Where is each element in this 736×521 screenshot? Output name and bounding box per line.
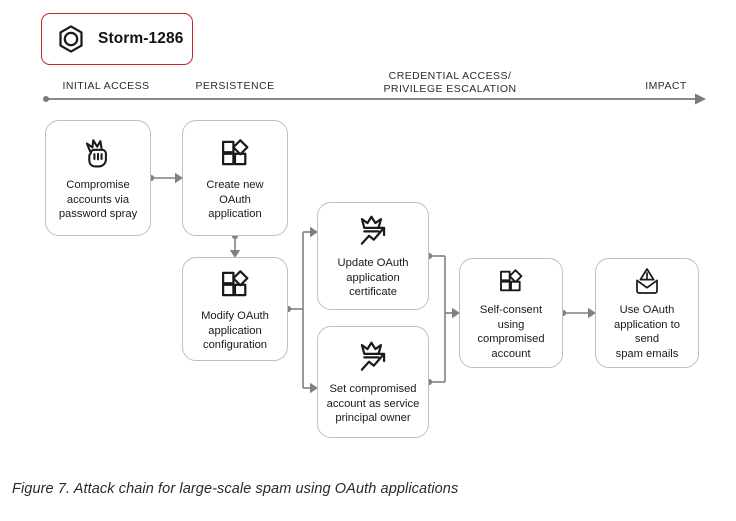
node-create-oauth-app[interactable]: Create new OAuth application: [182, 120, 288, 236]
apps-grid-icon: [500, 269, 523, 292]
node-modify-oauth-config[interactable]: Modify OAuth application configuration: [182, 257, 288, 361]
timeline-axis-arrow: [43, 93, 706, 105]
fist-password-spray-icon: [85, 139, 107, 168]
apps-grid-icon: [222, 139, 249, 166]
node-label: Update OAuth application certificate: [337, 257, 409, 299]
crown-arrow-privilege-icon: [360, 215, 386, 246]
hexagon-threat-actor-icon: [59, 25, 83, 53]
node-set-principal-owner[interactable]: Set compromised account as service princ…: [317, 326, 429, 438]
crown-arrow-privilege-icon: [360, 341, 386, 372]
node-compromise-accounts[interactable]: Compromise accounts via password spray: [45, 120, 151, 236]
phase-label-impact: IMPACT: [645, 80, 687, 92]
node-label: Create new OAuth application: [206, 179, 264, 221]
phase-label-persistence: PERSISTENCE: [195, 80, 275, 92]
node-self-consent[interactable]: Self-consent using compromised account: [459, 258, 563, 368]
envelope-warning-icon: [636, 268, 658, 294]
node-label: Use OAuth application to send spam email…: [614, 304, 680, 360]
node-update-certificate[interactable]: Update OAuth application certificate: [317, 202, 429, 310]
node-label: Compromise accounts via password spray: [58, 179, 138, 221]
phase-label-credential-access: CREDENTIAL ACCESS/ PRIVILEGE ESCALATION: [383, 70, 517, 95]
node-label: Set compromised account as service princ…: [326, 383, 420, 425]
node-label: Self-consent using compromised account: [477, 304, 545, 360]
apps-grid-icon: [222, 270, 249, 297]
phase-label-initial-access: INITIAL ACCESS: [62, 80, 150, 92]
node-send-spam[interactable]: Use OAuth application to send spam email…: [595, 258, 699, 368]
threat-actor-name: Storm-1286: [98, 30, 184, 47]
threat-actor-badge: Storm-1286: [41, 13, 193, 65]
figure-caption: Figure 7. Attack chain for large-scale s…: [12, 481, 459, 497]
node-label: Modify OAuth application configuration: [201, 310, 269, 352]
